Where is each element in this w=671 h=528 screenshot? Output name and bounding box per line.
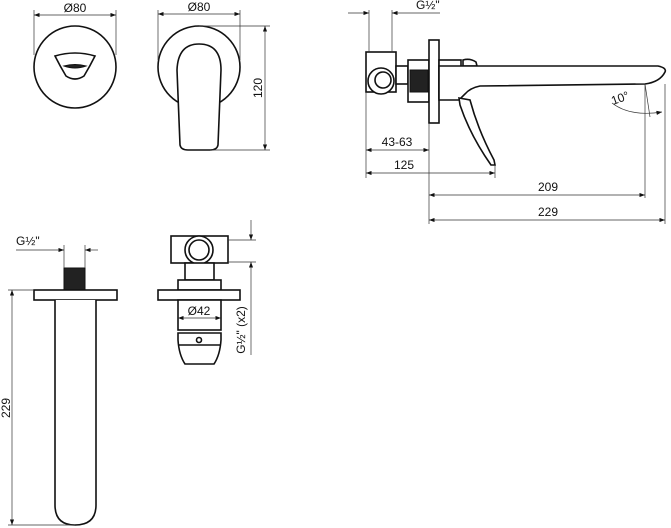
spout-length-label: 229: [538, 205, 558, 219]
side-thread-label: G½": [416, 0, 440, 12]
body-view: Ø42 G½" (x2): [157, 220, 256, 365]
handle-height-label: 120: [251, 78, 265, 98]
lever-reach-label: 125: [394, 158, 414, 172]
spout-angle-label: 10°: [609, 88, 631, 107]
body-connection-label: G½" (x2): [234, 306, 248, 354]
trim-diameter-label: Ø80: [64, 1, 87, 15]
spout-thread-label: G½": [16, 234, 40, 248]
wall-depth-label: 43-63: [382, 135, 413, 149]
side-view: 10° G½" 43-63 125 209 229: [348, 0, 667, 224]
spout-outlet-label: 209: [538, 180, 558, 194]
handle-diameter-label: Ø80: [188, 0, 211, 14]
front-view-trim: Ø80: [33, 1, 117, 109]
spout-view-length-label: 229: [0, 398, 13, 418]
spout-view: G½" 229: [0, 234, 118, 526]
front-view-handle: Ø80 120: [157, 0, 270, 151]
body-diameter-label: Ø42: [188, 304, 211, 318]
